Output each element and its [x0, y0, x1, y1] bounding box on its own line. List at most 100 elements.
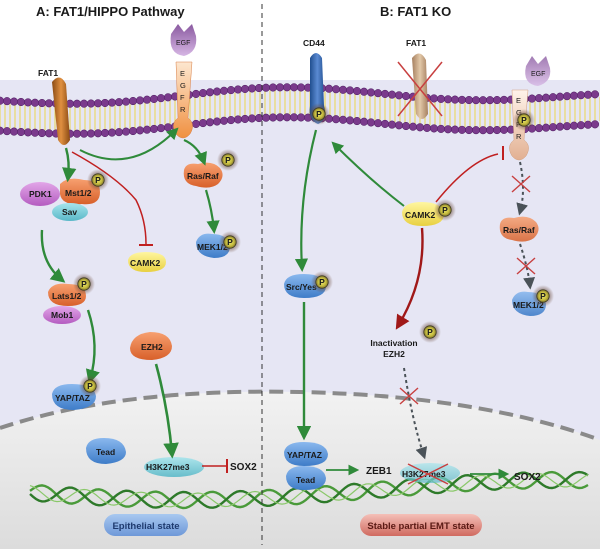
membrane-head-inner — [289, 113, 299, 122]
membrane-head-outer — [205, 88, 215, 97]
blocked-marks — [399, 175, 536, 405]
phospho-badge: P — [419, 321, 441, 343]
membrane-head-inner — [219, 116, 229, 125]
egfr-letter-r: R — [180, 105, 186, 114]
phospho-label: P — [225, 155, 231, 165]
egfr-b-letter-e: E — [516, 96, 521, 105]
phospho-badge: P — [87, 169, 109, 191]
membrane-head-inner — [128, 126, 138, 136]
membrane-head-inner — [226, 116, 236, 125]
membrane-head-inner — [450, 125, 460, 134]
membrane-head-inner — [156, 124, 166, 133]
sav-label: Sav — [62, 207, 77, 217]
phospho-badge: P — [217, 149, 239, 171]
phospho-label: P — [87, 381, 93, 391]
membrane-head-outer — [394, 91, 404, 100]
membrane-head-outer — [219, 86, 229, 95]
phospho-label: P — [81, 279, 87, 289]
membrane-head-inner — [401, 121, 411, 131]
membrane-head-outer — [37, 98, 47, 108]
phospho-badge: P — [311, 271, 333, 293]
phospho-label: P — [427, 327, 433, 337]
membrane-head-inner — [93, 129, 103, 138]
membrane-head-inner — [541, 123, 551, 132]
membrane-head-inner — [576, 121, 586, 130]
membrane-head-inner — [149, 124, 159, 133]
membrane-head-outer — [233, 85, 243, 94]
membrane-head-outer — [100, 98, 110, 108]
membrane-head-outer — [401, 91, 411, 101]
fat1-receptor — [52, 77, 70, 145]
membrane-head-outer — [198, 89, 208, 98]
membrane-head-inner — [583, 120, 593, 129]
membrane-head-inner — [205, 118, 215, 127]
membrane-head-outer — [30, 98, 40, 107]
membrane-head-outer — [163, 93, 173, 102]
membrane-head-inner — [555, 122, 565, 131]
sox2-gene-b: SOX2 — [514, 472, 541, 483]
arrow-fat1-to-mst — [62, 147, 77, 183]
phospho-badge: P — [73, 273, 95, 295]
membrane-head-outer — [107, 98, 117, 107]
membrane-head-inner — [275, 113, 285, 122]
membrane-head-outer — [450, 95, 460, 104]
membrane-head-outer — [471, 96, 481, 105]
membrane-head-outer — [534, 94, 544, 103]
emt-state-label: Stable partial EMT state — [367, 521, 474, 532]
arrow-cd44-to-srcyes — [294, 129, 318, 272]
membrane-head-inner — [394, 121, 404, 130]
membrane-head-outer — [345, 86, 355, 95]
phospho-badge: P — [79, 375, 101, 397]
membrane-head-inner — [422, 123, 432, 132]
inactivation-ezh2-region — [364, 334, 424, 364]
rasraf-protein-b — [499, 216, 539, 242]
membrane-head-outer — [86, 99, 96, 108]
membrane-head-outer — [9, 97, 19, 106]
cd44-label: CD44 — [303, 38, 325, 48]
phospho-circle — [221, 153, 235, 167]
membrane-head-outer — [366, 88, 376, 97]
membrane-head-outer — [135, 96, 145, 105]
membrane-head-inner — [415, 123, 425, 132]
egfr-receptor — [173, 61, 193, 139]
yaptaz-label-a: YAP/TAZ — [55, 393, 90, 403]
membrane-head-inner — [464, 126, 474, 135]
membrane-head-outer — [324, 84, 334, 93]
membrane-head-outer — [387, 90, 397, 99]
membrane-head-outer — [128, 96, 138, 106]
arrow-camk2-to-inactivation — [395, 227, 424, 330]
membrane-head-outer — [492, 95, 502, 105]
phospho-badge: P — [513, 109, 535, 131]
phospho-label: P — [319, 277, 325, 287]
membrane-head-outer — [562, 92, 572, 101]
membrane-head-inner — [296, 113, 306, 122]
membrane-head-outer — [93, 99, 103, 108]
membrane-head-inner — [471, 126, 481, 135]
phospho-circle — [223, 235, 237, 249]
h3k27me3-label-b: H3K27me3 — [402, 469, 446, 479]
membrane-head-outer — [555, 92, 565, 101]
yaptaz-protein-b — [284, 442, 328, 466]
rasraf-label-b: Ras/Raf — [503, 225, 535, 235]
dashed-arrow-ezh2-to-h3k — [403, 367, 428, 460]
membrane-head-outer — [443, 95, 453, 104]
membrane-head-inner — [268, 113, 278, 122]
inactivation-label: Inactivation — [370, 338, 417, 348]
membrane-head-outer — [478, 96, 488, 105]
membrane-head-outer — [268, 83, 278, 92]
phospho-circle — [423, 325, 437, 339]
membrane-head-inner — [485, 126, 495, 135]
pdk1-label: PDK1 — [29, 189, 52, 199]
inhibit-fat1-camk2 — [71, 151, 147, 245]
sox2-gene-a: SOX2 — [230, 462, 257, 473]
membrane-head-inner — [233, 115, 243, 124]
membrane-head-outer — [527, 94, 537, 103]
membrane-head-inner — [359, 117, 369, 126]
egf-label-b: EGF — [531, 71, 545, 78]
phospho-label: P — [521, 115, 527, 125]
fat1-ko-receptor — [412, 53, 428, 119]
arrows — [40, 127, 536, 480]
inhibit-camk2-egfr — [435, 153, 499, 203]
phospho-badge: P — [532, 285, 554, 307]
